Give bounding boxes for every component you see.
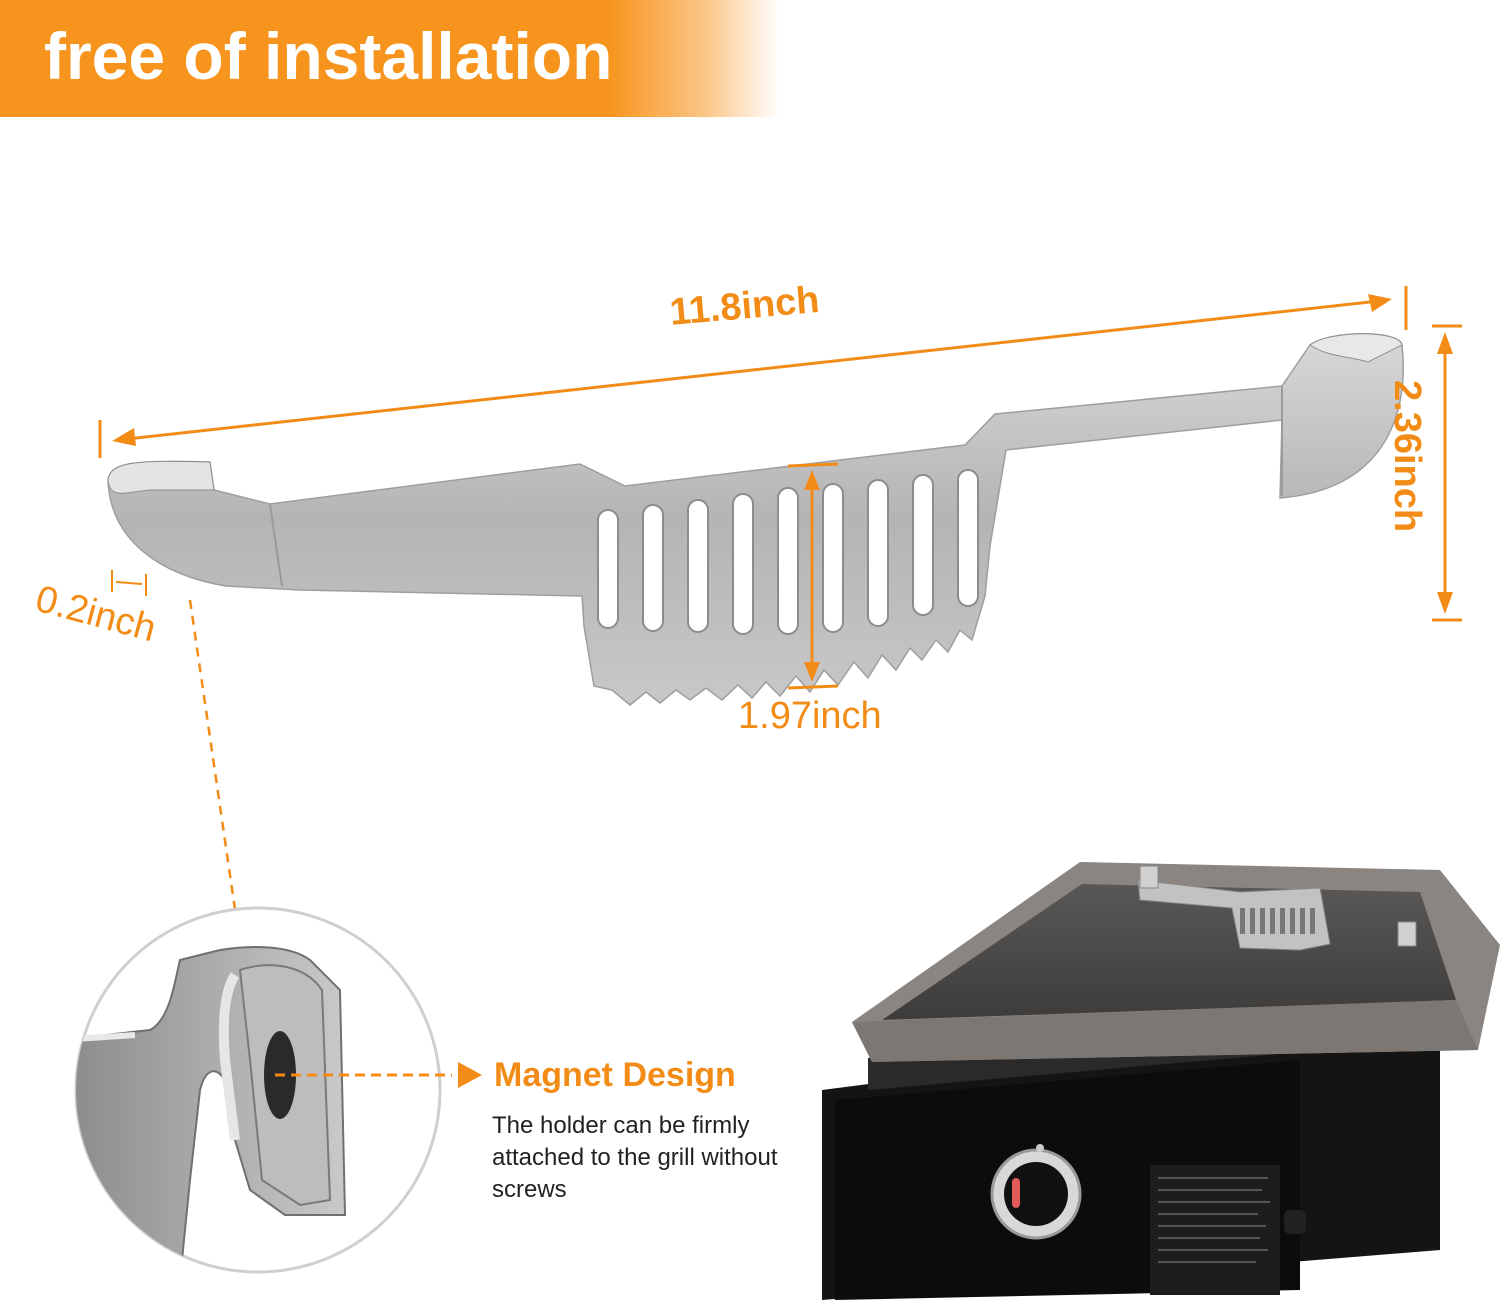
width-dimension-arrow [98,286,1408,458]
height-dimension-arrow [1432,324,1462,622]
slot-height-label: 1.97inch [738,695,882,737]
feature-title: Magnet Design [494,1056,736,1094]
magnet-pointer-arrow [275,1062,482,1088]
slot-height-dimension-arrow [787,462,839,690]
header-banner: free of installation [0,0,780,117]
banner-title: free of installation [44,19,613,93]
magnet-detail-circle [74,906,442,1274]
thickness-dimension-arrow [111,570,147,596]
feature-description: The holder can be firmly attached to the… [492,1112,778,1203]
griddle-grill-image [822,862,1500,1300]
instruction-label [1150,1165,1280,1295]
zoom-leader-line [188,599,240,931]
height-label: 2.36inch [1386,380,1428,533]
grill-holder-bar [107,333,1404,706]
